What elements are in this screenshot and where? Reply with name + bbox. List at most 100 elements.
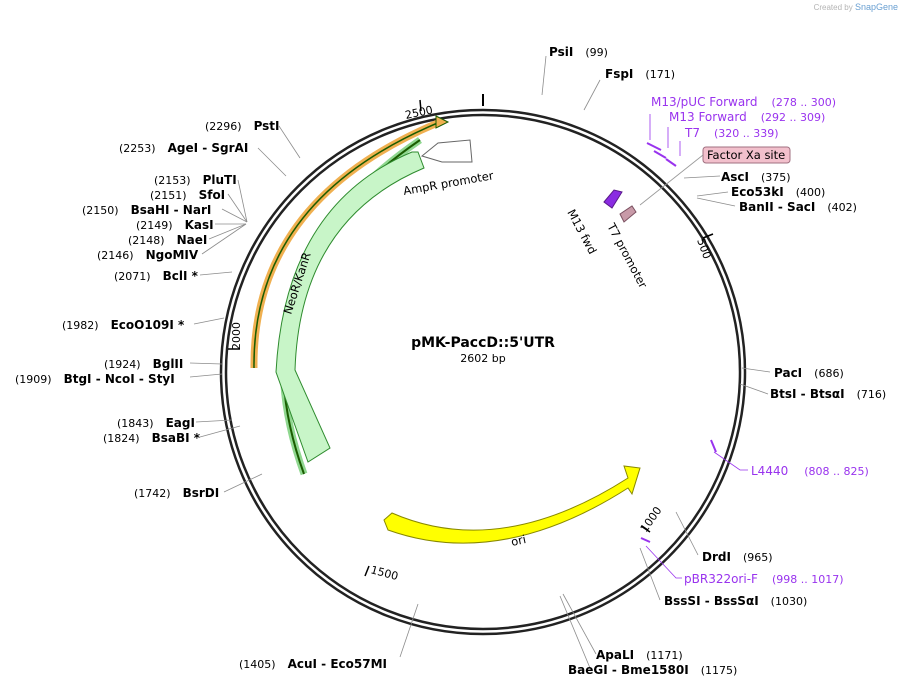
enzyme-eagi: (1843)EagI [117, 416, 195, 430]
enzyme-psti-pos: (2296) [205, 120, 242, 133]
enzyme-kasi-name: KasI [185, 218, 214, 232]
enzyme-bsahi-pos: (2150) [82, 204, 119, 217]
enzyme-paci-pos: (686) [814, 367, 844, 380]
enzyme-psti: (2296) PstI [205, 119, 280, 133]
enzyme-btgi-name: BtgI - NcoI - StyI [64, 372, 175, 386]
primer-pbr322-name: pBR322ori-F [684, 572, 758, 586]
leader-eagi [195, 419, 233, 423]
enzyme-bglii-name: BglII [153, 357, 184, 371]
leader-sacI [696, 197, 736, 207]
backbone-inner [224, 113, 742, 631]
leader-l4440 [713, 451, 748, 471]
enzyme-agei: (2253)AgeI - SgrAI [119, 141, 248, 155]
primer-pbr322-range: (998 .. 1017) [772, 573, 844, 586]
enzyme-pluti-name: PluTI [203, 173, 237, 187]
credit: Created by SnapGene [814, 2, 898, 12]
enzyme-psti-name: PstI [254, 119, 280, 133]
primer-mark-m13 [653, 150, 667, 159]
leader-bglii [189, 362, 223, 365]
leader-bsrdi [223, 473, 263, 493]
enzyme-drdi: DrdI (965) [702, 550, 773, 564]
enzyme-kasi-pos: (2149) [136, 219, 173, 232]
ori-label: ori [510, 532, 528, 549]
enzyme-paci-name: PacI [774, 366, 802, 380]
leader-asci [683, 175, 721, 179]
enzyme-bcli: (2071)BclI * [114, 269, 199, 283]
enzyme-ngomiv-name: NgoMIV [146, 248, 199, 262]
enzyme-acui-name: AcuI - Eco57MI [288, 657, 387, 671]
enzyme-acui-pos: (1405) [239, 658, 276, 671]
leader-bsahi [221, 208, 248, 223]
enzyme-psii: PsiI(99) [549, 45, 608, 59]
primer-mark-l4440 [710, 439, 717, 453]
primer-m13-range: (292 .. 309) [761, 111, 826, 124]
leader-btgi [189, 373, 223, 378]
backbone-outer [219, 108, 747, 636]
enzyme-leaders [189, 55, 771, 669]
enzyme-bsahi-name: BsaHI - NarI [131, 203, 212, 217]
orange-feature-core [253, 121, 441, 369]
primer-m13puc: M13/pUC Forward(278 .. 300) [651, 95, 836, 109]
enzyme-bsrdi: (1742) BsrDI [134, 486, 219, 500]
leader-acui [399, 603, 419, 658]
t7-promoter-label: T7 promoter [604, 220, 650, 291]
enzyme-bsssi-pos: (1030) [771, 595, 808, 608]
enzyme-drdi-name: DrdI [702, 550, 731, 564]
primer-pbr322: pBR322ori-F (998 .. 1017) [684, 572, 844, 586]
enzyme-fspi-pos: (171) [645, 68, 675, 81]
enzyme-naei: (2148) NaeI [128, 233, 207, 247]
leader-psti [278, 125, 301, 159]
enzyme-eco0109i-pos: (1982) [62, 319, 99, 332]
enzyme-sfoi-pos: (2151) [150, 189, 187, 202]
tick-2500: 2500 [404, 103, 434, 122]
enzyme-asci-name: AscI [721, 170, 749, 184]
enzyme-btgi-pos: (1909) [15, 373, 52, 386]
enzyme-bsabi: (1824)BsaBI * [103, 431, 201, 445]
enzyme-naei-name: NaeI [177, 233, 208, 247]
leader-eco53ki [696, 191, 729, 197]
enzyme-eco53ki-pos: (400) [796, 186, 826, 199]
enzyme-drdi-pos: (965) [743, 551, 773, 564]
neor-kanr-feature [275, 151, 425, 463]
tick-1000-mark [640, 525, 651, 533]
enzyme-baegi-pos: (1175) [701, 664, 738, 677]
leader-sfoi [227, 193, 248, 223]
credit-prefix: Created by [813, 3, 853, 12]
enzyme-asci-pos: (375) [761, 171, 791, 184]
enzyme-bglii: (1924)BglII [104, 357, 183, 371]
primer-t7-name: T7 [684, 126, 700, 140]
enzyme-pluti-pos: (2153) [154, 174, 191, 187]
enzyme-bcli-name: BclI * [163, 269, 199, 283]
leader-bsssi [639, 547, 661, 601]
enzyme-apali-name: ApaLI [596, 648, 634, 662]
enzyme-apali-pos: (1171) [646, 649, 683, 662]
enzyme-apali: ApaLI (1171) [596, 648, 683, 662]
enzyme-ngomiv: (2146) NgoMIV [97, 248, 199, 262]
enzyme-pluti: (2153) PluTI [154, 173, 237, 187]
tick-1500-mark [364, 565, 370, 577]
enzyme-ngomiv-pos: (2146) [97, 249, 134, 262]
enzyme-eco0109i: (1982) EcoO109I * [62, 318, 185, 332]
ampr-promoter-label: AmpR promoter [402, 168, 495, 198]
leader-apali [562, 593, 597, 655]
orange-feature-arrow [435, 115, 450, 129]
leader-fspi [583, 79, 601, 111]
primer-l4440-name: L4440 [751, 464, 788, 478]
factor-xa-leader [639, 154, 704, 206]
enzyme-eco0109i-name: EcoO109I * [111, 318, 185, 332]
tick-500-mark [702, 233, 714, 239]
primer-m13: M13 Forward (292 .. 309) [669, 110, 825, 124]
primer-m13-name: M13 Forward [669, 110, 747, 124]
enzyme-bsahi: (2150) BsaHI - NarI [82, 203, 211, 217]
enzyme-bsrdi-name: BsrDI [183, 486, 220, 500]
enzyme-btsi-pos: (716) [857, 388, 887, 401]
enzyme-eco53ki-name: Eco53kI [731, 185, 784, 199]
enzyme-naei-pos: (2148) [128, 234, 165, 247]
enzyme-bsssi: BssSI - BssSαI(1030) [664, 594, 807, 608]
enzyme-bsrdi-pos: (1742) [134, 487, 171, 500]
leader-pbr322 [645, 545, 682, 579]
enzyme-bsabi-pos: (1824) [103, 432, 140, 445]
enzyme-fspi: FspI(171) [605, 67, 675, 81]
enzyme-acui: (1405) AcuI - Eco57MI [239, 657, 387, 671]
leader-paci [741, 367, 771, 373]
